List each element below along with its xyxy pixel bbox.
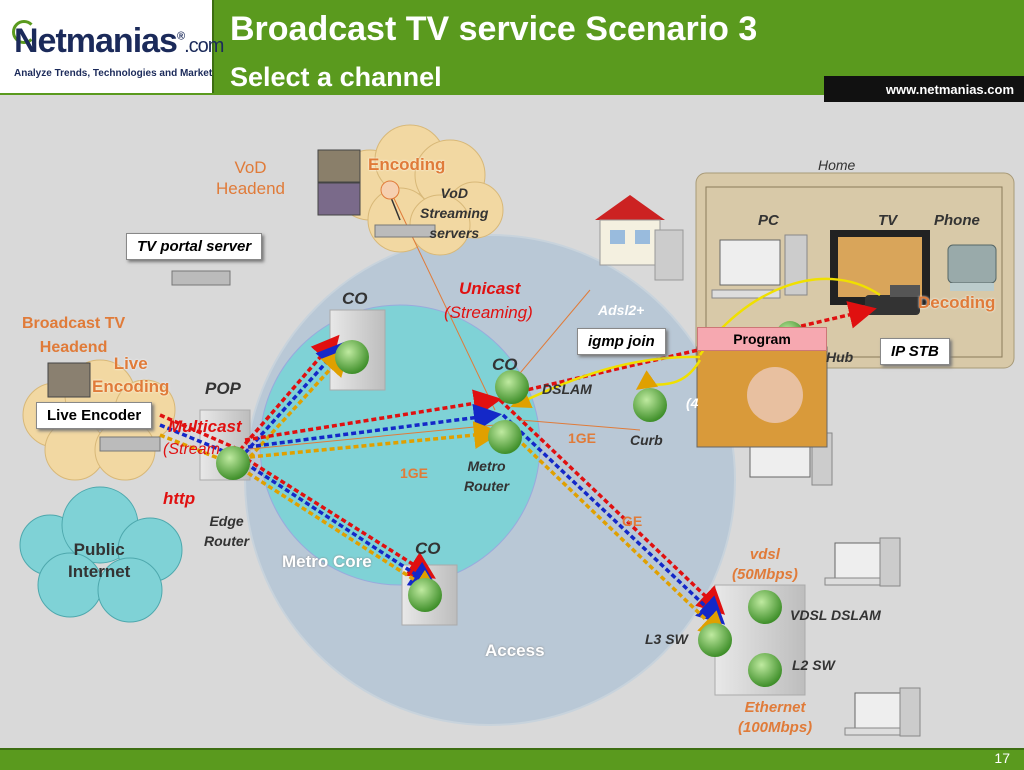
- diagram-graphics: [19, 124, 1015, 737]
- vod-thumb-1: [317, 149, 361, 183]
- vod-server: [374, 224, 436, 238]
- slide-subtitle: Select a channel: [230, 62, 442, 92]
- pop-label: POP: [205, 379, 241, 398]
- tv-portal-server-box[interactable]: TV portal server: [126, 233, 263, 260]
- vdsl-pc-icon: [824, 537, 901, 587]
- logo-wordmark: Netmanias®.com: [14, 22, 224, 60]
- ethernet-label: Ethernet(100Mbps): [738, 699, 813, 736]
- pc-label: PC: [758, 212, 779, 229]
- curb-node: [633, 388, 667, 422]
- encoding-label: Encoding: [368, 155, 446, 174]
- decoding-label: Decoding: [918, 293, 996, 312]
- home-label: Home: [818, 157, 856, 173]
- live-thumb: [47, 362, 91, 398]
- access-label: Access: [485, 641, 545, 660]
- curb-label: Curb: [630, 432, 663, 448]
- slide-title: Broadcast TV service Scenario 3: [230, 10, 758, 48]
- page-number: 17: [994, 750, 1010, 766]
- live-encoder-box[interactable]: Live Encoder: [36, 402, 153, 429]
- l2-sw-node: [748, 653, 782, 687]
- metro-router-node: [488, 420, 522, 454]
- curb-paren-partial: (4: [686, 395, 699, 411]
- http-label: http: [163, 489, 196, 508]
- ip-stb-box[interactable]: IP STB: [880, 338, 950, 365]
- vdsl-label: vdsl(50Mbps): [732, 546, 798, 583]
- logo-swoosh-icon: [12, 20, 36, 44]
- vdsl-dslam-node: [748, 590, 782, 624]
- unicast-streaming-label: (Streaming): [444, 303, 533, 322]
- ip-stb-icon: [865, 285, 920, 315]
- co-bottom-node: [408, 578, 442, 612]
- logo-tagline: Analyze Trends, Technologies and Market: [14, 68, 213, 79]
- tv-label: TV: [878, 212, 898, 229]
- site-url[interactable]: www.netmanias.com: [885, 82, 1014, 97]
- hub-label: Hub: [826, 349, 854, 365]
- co-bottom-label: CO: [415, 539, 441, 558]
- home-pc-icon: [711, 234, 808, 299]
- url-bar: [824, 76, 1024, 102]
- adsl-label: Adsl2+: [598, 302, 645, 318]
- l3-sw-label: L3 SW: [645, 631, 688, 647]
- co-mid-node: [495, 370, 529, 404]
- link-1ge-right: 1GE: [568, 430, 597, 446]
- co-top-label: CO: [342, 289, 368, 308]
- vdsl-dslam-label: VDSL DSLAM: [790, 607, 881, 623]
- multicast-label: Multicast: [168, 417, 242, 436]
- unicast-label: Unicast: [459, 279, 521, 298]
- co-top-node: [335, 340, 369, 374]
- l3-sw-node: [698, 623, 732, 657]
- portal-server: [171, 270, 231, 286]
- program-label[interactable]: Program: [697, 327, 827, 351]
- phone-label: Phone: [934, 212, 980, 229]
- netmanias-logo[interactable]: Netmanias®.com Analyze Trends, Technolog…: [0, 0, 224, 93]
- green-nodes: [216, 180, 804, 687]
- vod-thumb-2: [317, 182, 361, 216]
- pop-node: [216, 446, 250, 480]
- ethernet-pc-icon: [844, 687, 921, 737]
- dslam-label: DSLAM: [542, 381, 592, 397]
- link-1ge-left: 1GE: [400, 465, 429, 481]
- metro-core-label: Metro Core: [282, 552, 372, 571]
- igmp-join-box[interactable]: igmp join: [577, 328, 666, 355]
- multicast-streaming-label: (Stream: [163, 441, 220, 458]
- home-phone-icon: [947, 244, 997, 291]
- footer-bar: [0, 748, 1024, 770]
- link-ge-partial: GE: [622, 513, 643, 529]
- encoding-node: [380, 180, 400, 200]
- co-mid-label: CO: [492, 355, 518, 374]
- l2-sw-label: L2 SW: [792, 657, 835, 673]
- house-icon: [595, 195, 684, 281]
- internet-cloud: [19, 486, 183, 623]
- live-encoder-server: [99, 436, 161, 452]
